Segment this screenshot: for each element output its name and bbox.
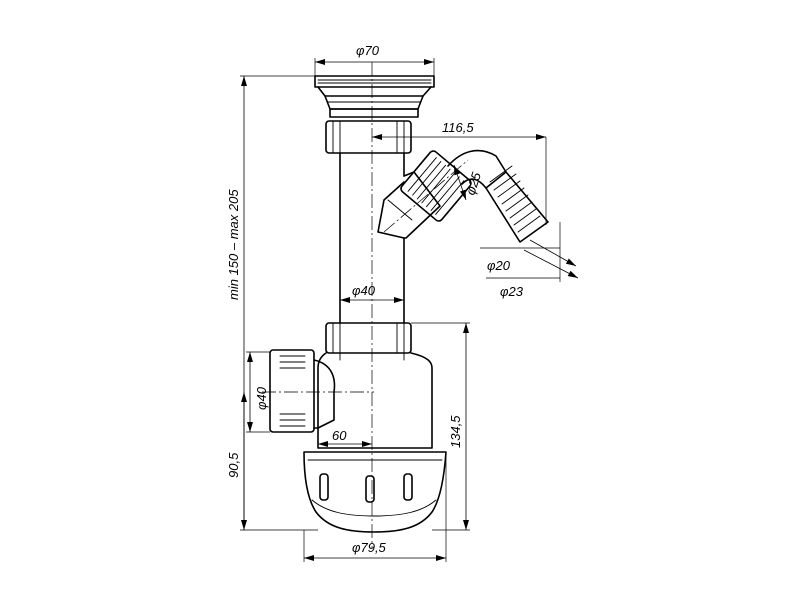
dimension-labels: φ70 116,5 φ25 φ20 φ23 φ40 φ40 60 min 150… [226, 43, 524, 555]
dim-branch-outlet-diameter: φ25 [463, 170, 485, 197]
branch-fitting [377, 171, 441, 239]
dim-hose-inner-diameter: φ20 [487, 258, 511, 273]
dim-bowl-diameter: φ79,5 [352, 540, 387, 555]
dim-total-height: min 150 – max 205 [226, 189, 241, 300]
dim-bottom-height: 90,5 [226, 452, 241, 478]
dim-trap-height: 134,5 [448, 415, 463, 448]
side-inlet [269, 349, 336, 433]
dim-pipe-diameter: φ40 [352, 283, 376, 298]
hose-connector [447, 149, 549, 243]
dim-side-inlet-diameter: φ40 [254, 386, 269, 410]
dim-hose-outer-diameter: φ23 [500, 284, 524, 299]
trap-body [317, 352, 433, 449]
dim-top-diameter: φ70 [356, 43, 380, 58]
siphon-body [262, 62, 549, 548]
top-flange [314, 75, 435, 118]
dim-branch-offset: 116,5 [442, 120, 474, 135]
vertical-pipe [339, 152, 405, 324]
centerlines [262, 62, 469, 548]
branch-nut [400, 150, 472, 222]
middle-nut [325, 322, 412, 354]
dimension-lines [240, 58, 579, 562]
dim-side-inlet-offset: 60 [332, 428, 347, 443]
bottom-bowl [303, 451, 447, 533]
